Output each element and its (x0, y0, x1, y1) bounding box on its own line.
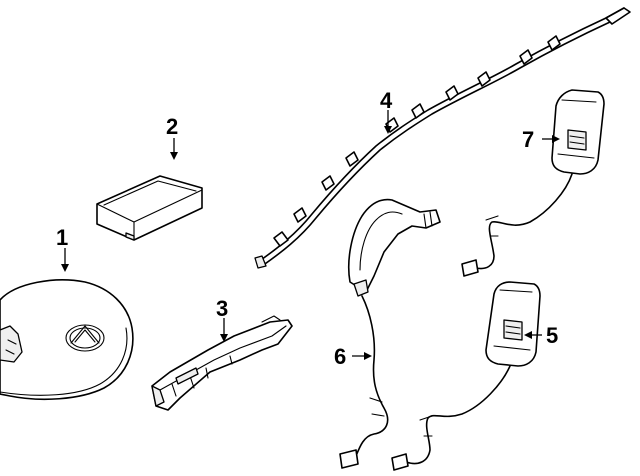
part-5-side-airbag (391, 281, 541, 471)
infiniti-logo-icon (65, 324, 105, 352)
callout-2: 2 (166, 114, 178, 139)
part-7-side-airbag (461, 89, 605, 277)
callout-4: 4 (380, 88, 393, 113)
callout-3: 3 (216, 296, 228, 321)
callout-1: 1 (56, 225, 68, 250)
leader-lines (61, 110, 560, 360)
callout-5: 5 (546, 323, 558, 348)
callout-7: 7 (522, 127, 534, 152)
part-3-passenger-airbag (151, 315, 293, 411)
part-2-airbag-module (96, 175, 203, 241)
part-1-driver-airbag (0, 279, 134, 401)
part-6-seat-airbag-harness (339, 198, 441, 469)
part-4-curtain-airbag (254, 7, 631, 269)
callout-6: 6 (334, 344, 346, 369)
